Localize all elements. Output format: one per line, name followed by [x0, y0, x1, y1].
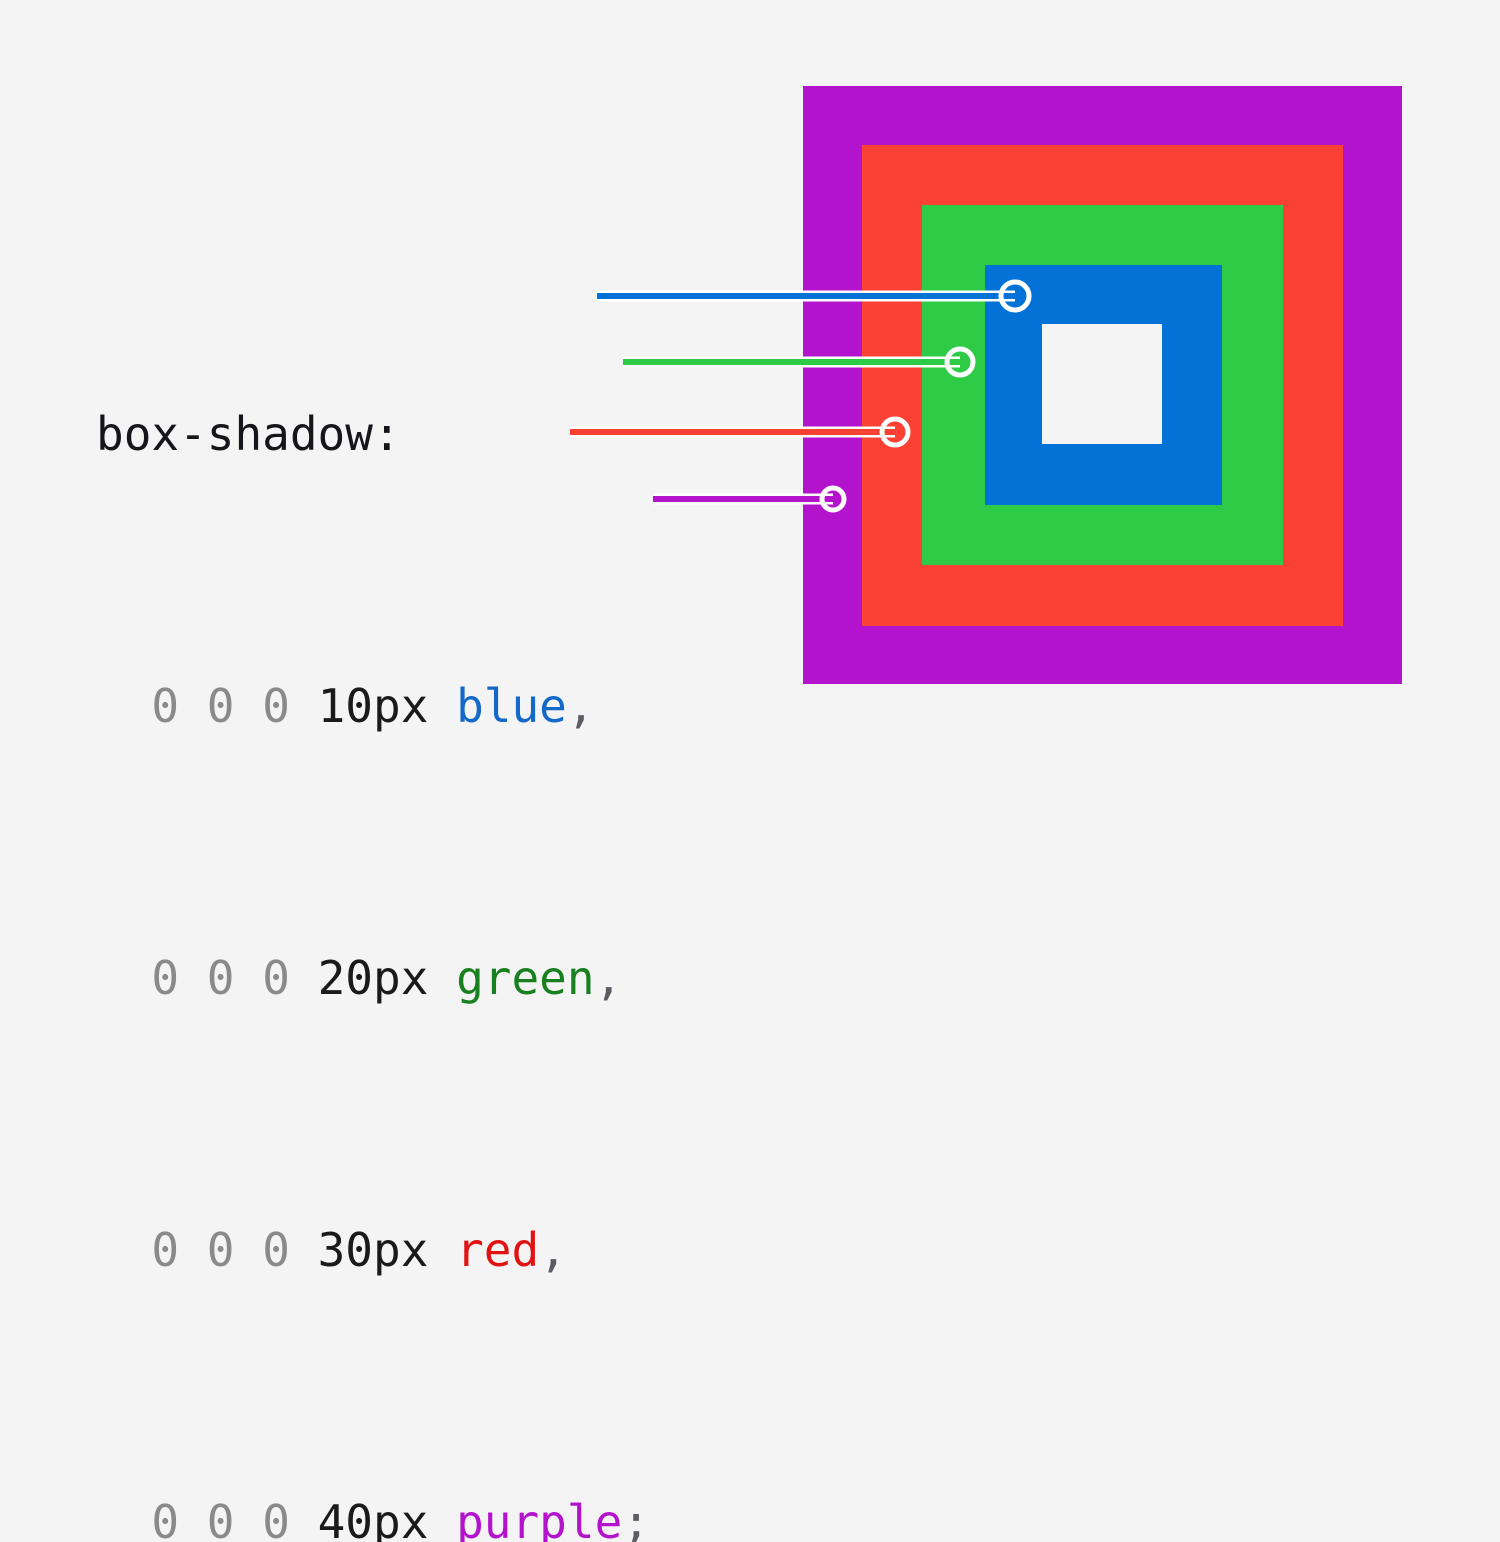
code-line-property: box-shadow: [96, 400, 650, 468]
color-keyword-1: blue [456, 679, 567, 733]
code-line-shadow-3: 0 0 0 30px red, [96, 1216, 650, 1284]
code-line-shadow-2: 0 0 0 20px green, [96, 944, 650, 1012]
element-core-box [1042, 324, 1162, 444]
terminator-4: ; [622, 1495, 650, 1542]
illustration-canvas: box-shadow: 0 0 0 10px blue, 0 0 0 20px … [96, 86, 1402, 1542]
color-keyword-2: green [456, 951, 595, 1005]
terminator-1: , [566, 679, 595, 733]
spread-value-2: 20px [317, 951, 429, 1005]
offset-y-value-1: 0 [206, 679, 235, 733]
color-keyword-4: purple [456, 1495, 623, 1542]
offset-y-value-2: 0 [206, 951, 235, 1005]
property-name: box-shadow: [96, 407, 401, 461]
terminator-2: , [594, 951, 623, 1005]
blur-value-2: 0 [262, 951, 290, 1005]
spread-value-1: 10px [317, 679, 429, 733]
terminator-3: , [539, 1223, 567, 1277]
spread-value-4: 40px [317, 1495, 429, 1542]
blur-value-4: 0 [262, 1495, 290, 1542]
color-keyword-3: red [456, 1223, 540, 1277]
offset-x-value-2: 0 [151, 951, 180, 1005]
offset-x-value-3: 0 [151, 1223, 180, 1277]
code-line-shadow-1: 0 0 0 10px blue, [96, 672, 650, 740]
offset-y-value-4: 0 [206, 1495, 235, 1542]
spread-value-3: 30px [317, 1223, 429, 1277]
code-line-shadow-4: 0 0 0 40px purple; [96, 1488, 650, 1542]
offset-y-value-3: 0 [206, 1223, 235, 1277]
offset-x-value-4: 0 [151, 1495, 180, 1542]
offset-x-value-1: 0 [151, 679, 180, 733]
blur-value-3: 0 [262, 1223, 290, 1277]
blur-value-1: 0 [262, 679, 290, 733]
code-listing: box-shadow: 0 0 0 10px blue, 0 0 0 20px … [96, 196, 650, 1542]
